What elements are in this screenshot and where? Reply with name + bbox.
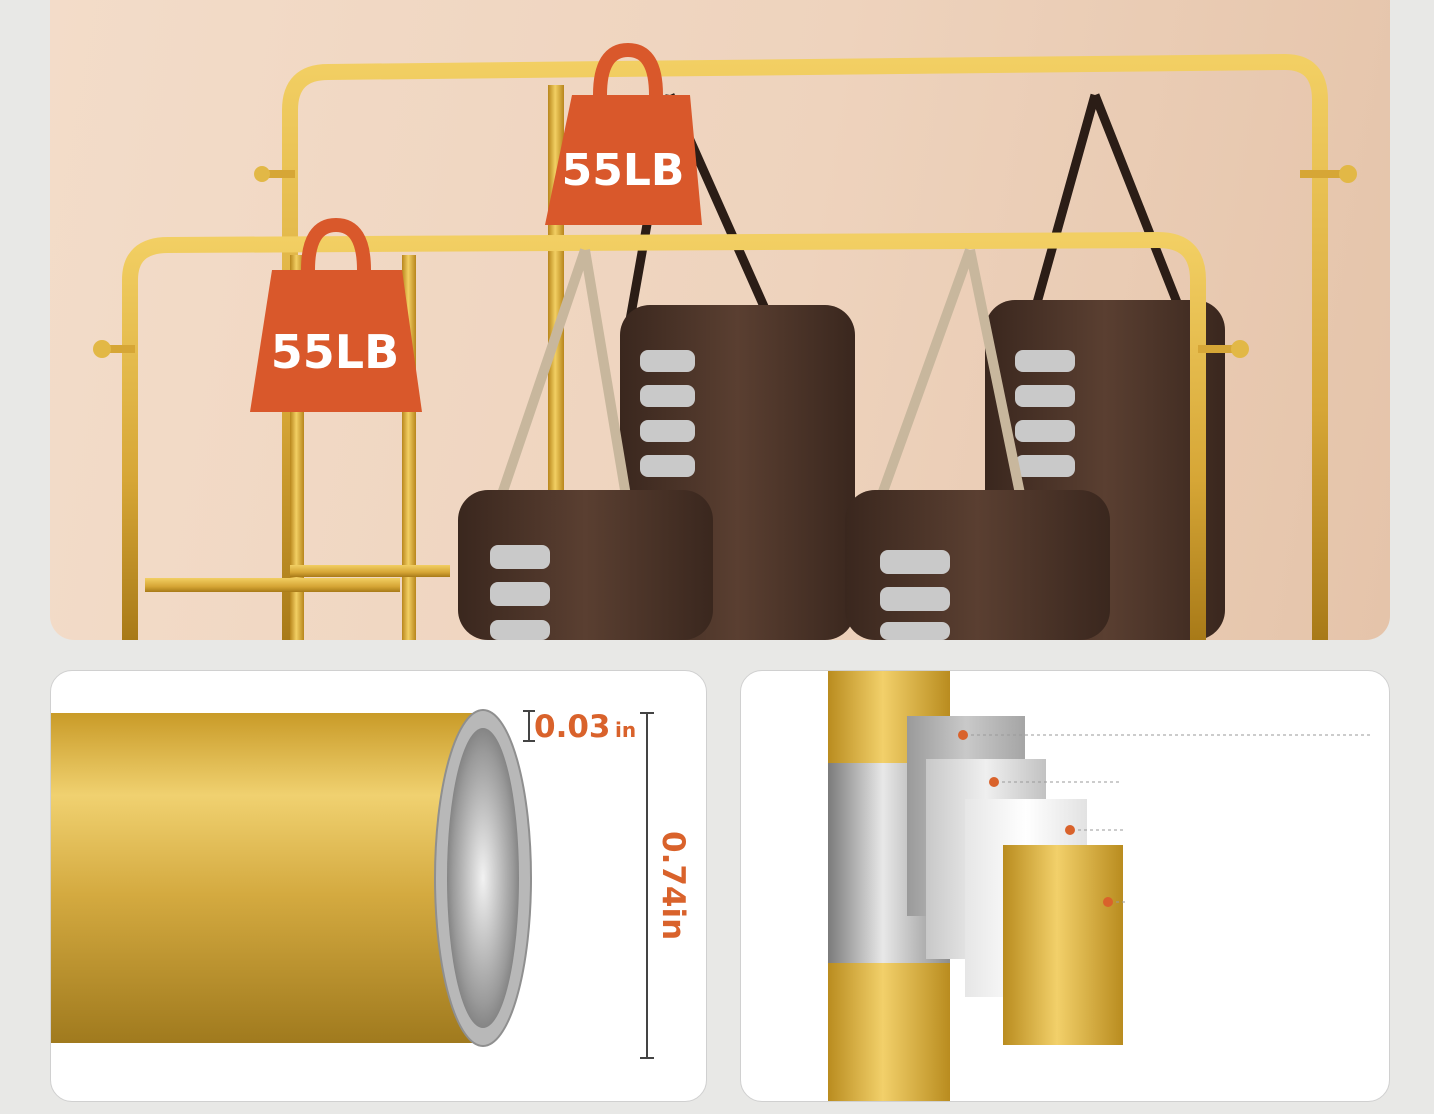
layers-illustration: [828, 671, 1371, 1101]
tube-illustration: 0.03 in 0.74in: [51, 709, 691, 1059]
layer-4: [1003, 845, 1126, 1045]
weight-tag-back: 55LB: [545, 42, 702, 225]
coating-layers-panel: [740, 670, 1390, 1102]
diameter-value: 0.74in: [655, 831, 691, 940]
weight-tag-front: 55LB: [250, 217, 422, 412]
rack-illustration: 55LB: [93, 42, 1357, 640]
weight-tag-front-label: 55LB: [271, 325, 399, 379]
wall-thickness-unit: in: [615, 718, 636, 742]
weight-tag-back-label: 55LB: [562, 145, 685, 196]
wall-thickness-value: 0.03: [534, 709, 611, 745]
punching-bag-front-right: [845, 248, 1110, 640]
tube-dimension-panel: 0.03 in 0.74in: [50, 670, 707, 1102]
product-photo-panel: 55LB: [50, 0, 1390, 640]
punching-bag-front-left: [458, 248, 713, 640]
